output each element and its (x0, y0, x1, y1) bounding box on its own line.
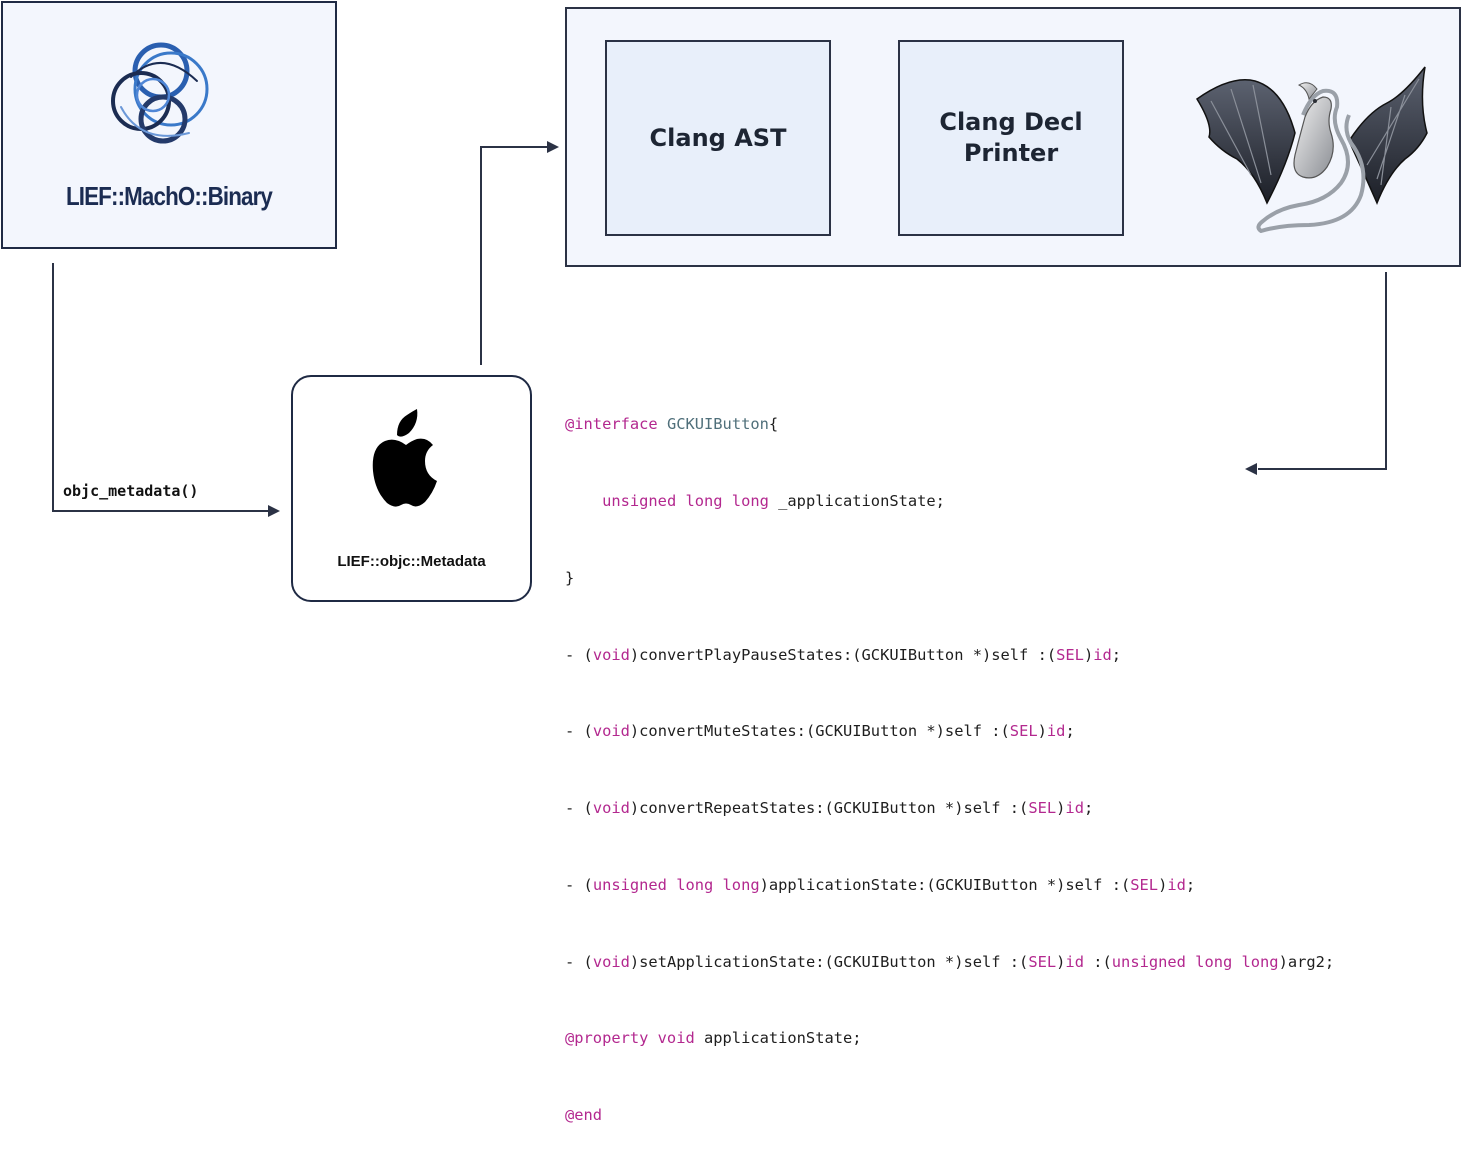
clang-ast-node: Clang AST (605, 40, 831, 236)
apple-icon (372, 409, 437, 507)
code-line: } (565, 568, 575, 587)
llvm-dragon-icon (1195, 66, 1428, 233)
clang-printer-label-line1: Clang Decl (939, 108, 1083, 136)
objc-header-code: @interface GCKUIButton{ unsigned long lo… (565, 361, 1334, 1154)
code-line: @interface GCKUIButton{ (565, 415, 779, 434)
code-line: - (void)convertMuteStates:(GCKUIButton *… (565, 722, 1075, 741)
objc-metadata-node: LIEF::objc::Metadata (291, 375, 532, 602)
code-line: - (void)convertRepeatStates:(GCKUIButton… (565, 799, 1094, 818)
code-line: - (void)convertPlayPauseStates:(GCKUIBut… (565, 645, 1122, 664)
clang-decl-printer-node: Clang Decl Printer (898, 40, 1124, 236)
clang-to-code-arrow (1258, 272, 1387, 470)
clang-printer-label-line2: Printer (963, 139, 1059, 167)
code-line: @end (565, 1106, 603, 1125)
code-line: unsigned long long _applicationState; (602, 491, 945, 510)
binary-to-metadata-arrow (52, 263, 270, 512)
clang-ast-label: Clang AST (649, 123, 787, 152)
code-line: @property void applicationState; (565, 1029, 862, 1048)
connector-arrows (52, 141, 1387, 517)
lief-binary-label: LIEF::MachO::Binary (65, 181, 273, 211)
objc-metadata-edge-label: objc_metadata() (63, 482, 199, 500)
arrowhead-metadata (268, 505, 280, 517)
arrowhead-clang (547, 141, 559, 153)
metadata-to-clang-arrow (480, 146, 548, 365)
objc-metadata-label: LIEF::objc::Metadata (337, 553, 486, 570)
lief-binary-node: LIEF::MachO::Binary (1, 1, 337, 249)
arrowhead-code (1245, 463, 1257, 475)
clang-container: Clang AST Clang Decl Printer (565, 7, 1461, 267)
code-line: - (unsigned long long)applicationState:(… (565, 875, 1196, 894)
code-line: - (void)setApplicationState:(GCKUIButton… (565, 952, 1335, 971)
lief-logo-icon (111, 42, 209, 144)
